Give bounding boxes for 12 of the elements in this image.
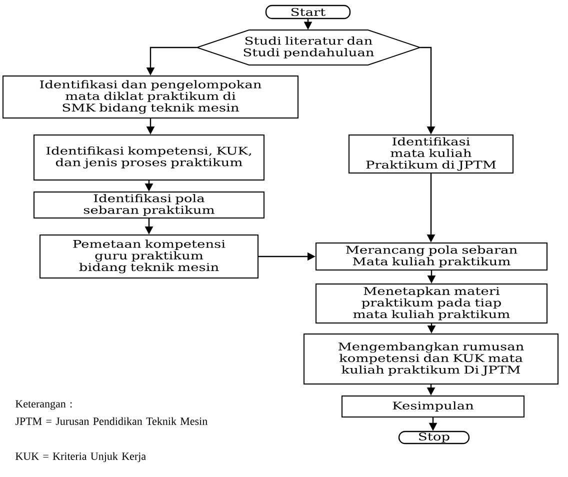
process-box: Kesimpulan [342, 396, 524, 418]
process-box: Mengembangkan rumusan kompetensi dan KUK mata kuliah praktikum Di JPTM [304, 334, 558, 384]
legend-note: Keterangan : [16, 400, 72, 410]
legend-note: KUK = Kriteria Unjuk Kerja [16, 452, 146, 462]
process-box: Identifikasi kompetensi, KUK, dan jenis proses praktikum [34, 134, 264, 180]
process-box: Pemetaan kompetensi guru praktikum bidang teknik mesin [40, 234, 258, 278]
process-box: Merancang pola sebaran Mata kuliah praktikum [316, 242, 548, 270]
process-box: Identifikasi dan pengelompokan mata diklat praktikum di SMK bidang teknik mesin [2, 76, 298, 118]
legend-note: JPTM = Jurusan Pendidikan Teknik Mesin [15, 417, 208, 425]
process-box: Identifikasi pola sebaran praktikum [34, 192, 264, 218]
process-box: Identifikasi mata kuliah Praktikum di JPTM [348, 134, 514, 174]
process-box: Menetapkan materi praktikum pada tiap mata kuliah praktikum [316, 284, 548, 324]
